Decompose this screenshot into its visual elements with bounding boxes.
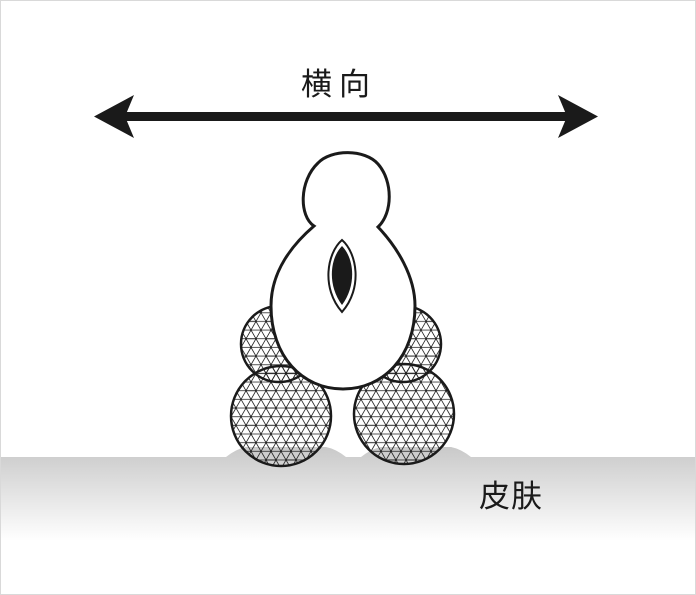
- skin-layer: [1, 447, 695, 541]
- skin-label: 皮肤: [479, 479, 543, 515]
- direction-label: 横向: [301, 67, 377, 103]
- gland-lobe-lower-left: [229, 364, 333, 468]
- pore-opening: [331, 246, 353, 305]
- gland-lobe-lower-right: [352, 362, 456, 466]
- double-arrow-icon: [94, 95, 598, 138]
